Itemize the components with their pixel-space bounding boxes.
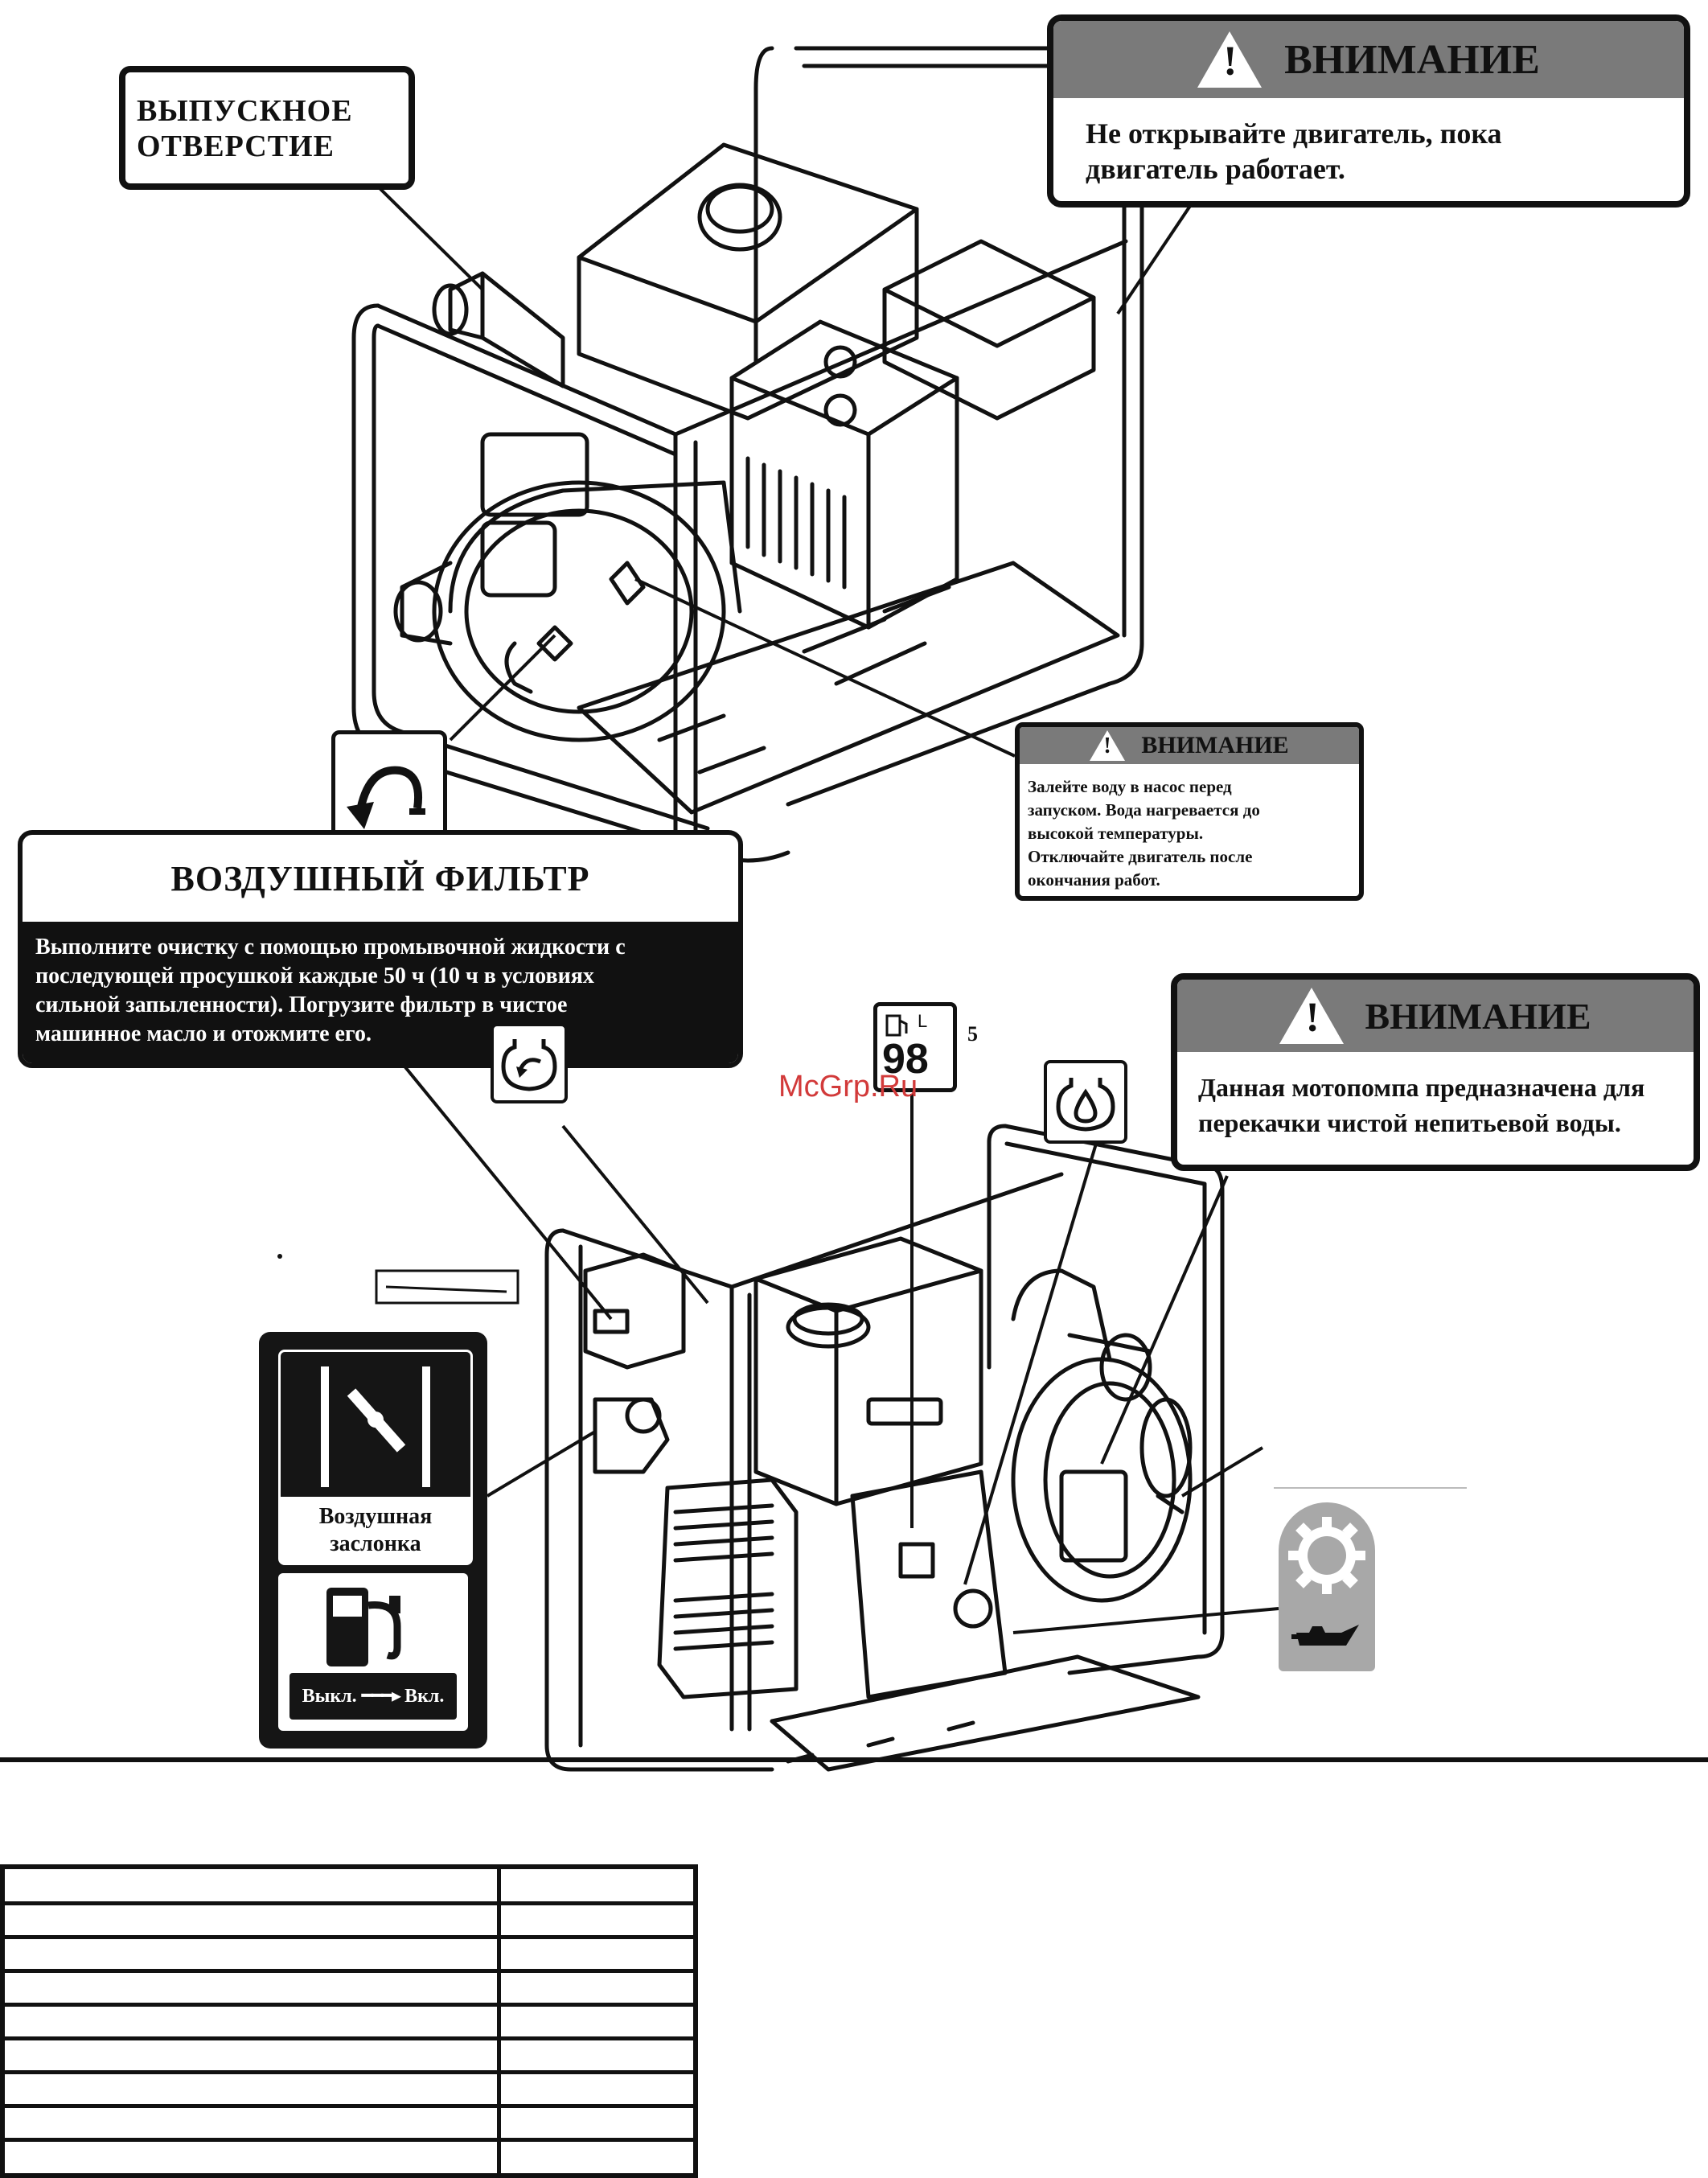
choke-fuel-panel: Воздушная заслонка Выкл. ━━━▸ Вкл. — [259, 1332, 487, 1749]
air-filter-line: последующей просушкой каждые 50 ч (10 ч … — [35, 964, 594, 988]
table-row — [5, 2070, 693, 2074]
oil-can-icon — [1291, 1625, 1359, 1646]
warning-pump-title: ВНИМАНИЕ — [1365, 995, 1591, 1037]
air-filter-line: Выполните очистку с помощью промывочной … — [35, 935, 626, 960]
warning-pump-line: Данная мотопомпа предназначена для — [1198, 1073, 1645, 1102]
warning-water-text: Залейте воду в насос перед запуском. Вод… — [1020, 764, 1359, 896]
warning-water-line: высокой температуры. — [1028, 824, 1204, 843]
outlet-label: ВЫПУСКНОЕ ОТВЕРСТИЕ — [119, 66, 415, 190]
leader-choke — [486, 1430, 597, 1498]
table-row — [5, 2036, 693, 2040]
warning-water-label: ! ВНИМАНИЕ Залейте воду в насос перед за… — [1015, 722, 1364, 901]
warning-pump-line: перекачки чистой непитьевой воды. — [1198, 1108, 1621, 1137]
outlet-label-line1: ВЫПУСКНОЕ — [137, 94, 353, 128]
fuel-off-label: Выкл. — [302, 1686, 357, 1707]
warning-triangle-icon: ! — [1279, 988, 1345, 1044]
table-row — [5, 2104, 693, 2108]
warning-water-header: ! ВНИМАНИЕ — [1020, 727, 1359, 764]
warning-engine-text: Не открывайте двигатель, пока двигатель … — [1053, 98, 1684, 201]
fuel-on-label: Вкл. — [404, 1686, 445, 1707]
table-column-divider — [497, 1869, 501, 2173]
warning-engine-title: ВНИМАНИЕ — [1284, 36, 1540, 83]
leader-right — [1180, 1446, 1264, 1498]
rotation-arrow-icon — [347, 766, 425, 829]
air-filter-label: ВОЗДУШНЫЙ ФИЛЬТР Выполните очистку с пом… — [18, 830, 743, 1068]
table-row — [5, 1935, 693, 1939]
rotation-lower-sign — [491, 1023, 568, 1103]
fuel-valve-sign: Выкл. ━━━▸ Вкл. — [278, 1573, 468, 1731]
watermark: McGrp.Ru — [778, 1070, 918, 1103]
warning-engine-header: ! ВНИМАНИЕ — [1053, 21, 1684, 98]
warning-engine-line: двигатель работает. — [1086, 153, 1345, 185]
label-index: 5 — [967, 1022, 978, 1046]
leader-filter — [400, 1062, 613, 1321]
oil-plate — [1279, 1502, 1375, 1671]
choke-caption: Воздушная заслонка — [281, 1497, 470, 1563]
leader-rotation — [449, 634, 556, 742]
warning-water-line: запуском. Вода нагревается до — [1028, 800, 1260, 820]
fuel-pump-icon — [885, 1014, 908, 1037]
octane-value: 98 — [882, 1036, 929, 1083]
warning-water-line: Отключайте двигатель после — [1028, 847, 1253, 866]
warning-pump-text: Данная мотопомпа предназначена для перек… — [1177, 1052, 1694, 1158]
outlet-label-line2: ОТВЕРСТИЕ — [137, 129, 335, 163]
oil-drop-icon — [1056, 1078, 1115, 1132]
air-filter-text: Выполните очистку с помощью промывочной … — [23, 922, 738, 1063]
lower-pump-drawing — [544, 1124, 1225, 1772]
warning-water-title: ВНИМАНИЕ — [1141, 732, 1289, 758]
octane-sticker: L 98 5 — [873, 1002, 978, 1092]
warning-triangle-icon: ! — [1197, 31, 1263, 88]
rotation-arrow-icon — [501, 1039, 557, 1091]
leader-rotation-lower — [561, 1124, 709, 1305]
choke-sign: Воздушная заслонка — [278, 1350, 473, 1565]
rotation-direction-sign — [331, 730, 447, 849]
choke-caption-line: Воздушная — [318, 1504, 433, 1529]
leader-pump — [1100, 1175, 1229, 1465]
warning-water-line: Залейте воду в насос перед — [1028, 777, 1232, 796]
gear-icon — [1288, 1517, 1365, 1594]
octane-unit: L — [918, 1011, 928, 1031]
choke-lever-icon — [321, 1366, 430, 1487]
leader-water-warning — [634, 577, 1016, 758]
leader-outlet — [376, 185, 484, 291]
leader-warning-top — [1116, 204, 1192, 315]
warning-engine-line: Не открывайте двигатель, пока — [1086, 117, 1502, 150]
table-row — [5, 2138, 693, 2142]
air-filter-title: ВОЗДУШНЫЙ ФИЛЬТР — [170, 858, 590, 898]
warning-pump-header: ! ВНИМАНИЕ — [1177, 980, 1694, 1052]
table-row — [5, 2003, 693, 2007]
air-filter-line: сильной запыленности). Погрузите фильтр … — [35, 992, 568, 1017]
warning-engine-label: ! ВНИМАНИЕ Не открывайте двигатель, пока… — [1047, 14, 1690, 208]
air-filter-line: машинное масло и отожмите его. — [35, 1021, 372, 1046]
table-row — [5, 1901, 693, 1905]
fuel-valve-switch: Выкл. ━━━▸ Вкл. — [289, 1673, 457, 1720]
warning-pump-label: ! ВНИМАНИЕ Данная мотопомпа предназначен… — [1171, 973, 1700, 1171]
data-table-grid — [0, 1864, 698, 2178]
warning-triangle-icon: ! — [1090, 730, 1126, 761]
oil-level-sign — [1044, 1060, 1127, 1144]
choke-caption-line: заслонка — [330, 1531, 421, 1556]
warning-water-line: окончания работ. — [1028, 870, 1160, 890]
fuel-pump-icon — [326, 1588, 401, 1666]
leader-oil-plate — [1012, 1607, 1279, 1634]
upper-pump-drawing — [351, 46, 1144, 863]
table-row — [5, 1969, 693, 1973]
leader-oil — [963, 1135, 1100, 1585]
throttle-tag — [375, 1269, 519, 1305]
